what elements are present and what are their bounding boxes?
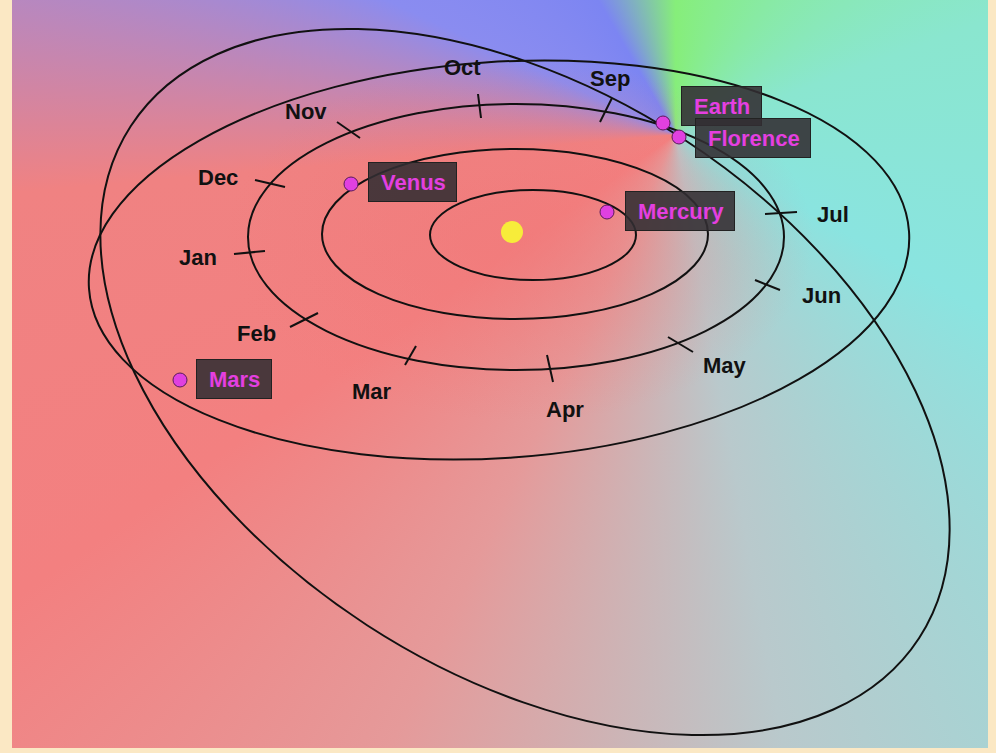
planet-name: Earth bbox=[694, 94, 749, 120]
month-ticks bbox=[234, 94, 797, 382]
planet-label: Venus bbox=[368, 162, 457, 202]
month-label: Nov bbox=[285, 99, 327, 125]
planet-label: Mercury bbox=[625, 191, 735, 231]
planet-name: Mars bbox=[209, 367, 259, 393]
mercury-orbit bbox=[430, 190, 636, 280]
month-label: Jul bbox=[817, 202, 849, 228]
planet-name: Venus bbox=[381, 170, 444, 196]
sun bbox=[501, 221, 523, 243]
planet-name: Florence bbox=[708, 126, 798, 152]
month-label: Mar bbox=[352, 379, 391, 405]
month-label: Jan bbox=[179, 245, 217, 271]
month-label: May bbox=[703, 353, 746, 379]
mercury-dot bbox=[600, 205, 614, 219]
month-label: Apr bbox=[546, 397, 584, 423]
florence-dot bbox=[672, 130, 686, 144]
planet-name: Mercury bbox=[638, 199, 722, 225]
month-label: Oct bbox=[444, 55, 481, 81]
venus-dot bbox=[344, 177, 358, 191]
month-label: Sep bbox=[590, 66, 630, 92]
month-label: Dec bbox=[198, 165, 238, 191]
mars-orbit bbox=[75, 34, 923, 486]
venus-orbit bbox=[322, 149, 708, 319]
asteroid-label: Florence bbox=[695, 118, 811, 158]
background-gradient bbox=[12, 0, 988, 748]
earth-dot bbox=[656, 116, 670, 130]
month-label: Jun bbox=[802, 283, 841, 309]
planet-label: Mars bbox=[196, 359, 272, 399]
mars-dot bbox=[173, 373, 187, 387]
month-label: Feb bbox=[237, 321, 276, 347]
